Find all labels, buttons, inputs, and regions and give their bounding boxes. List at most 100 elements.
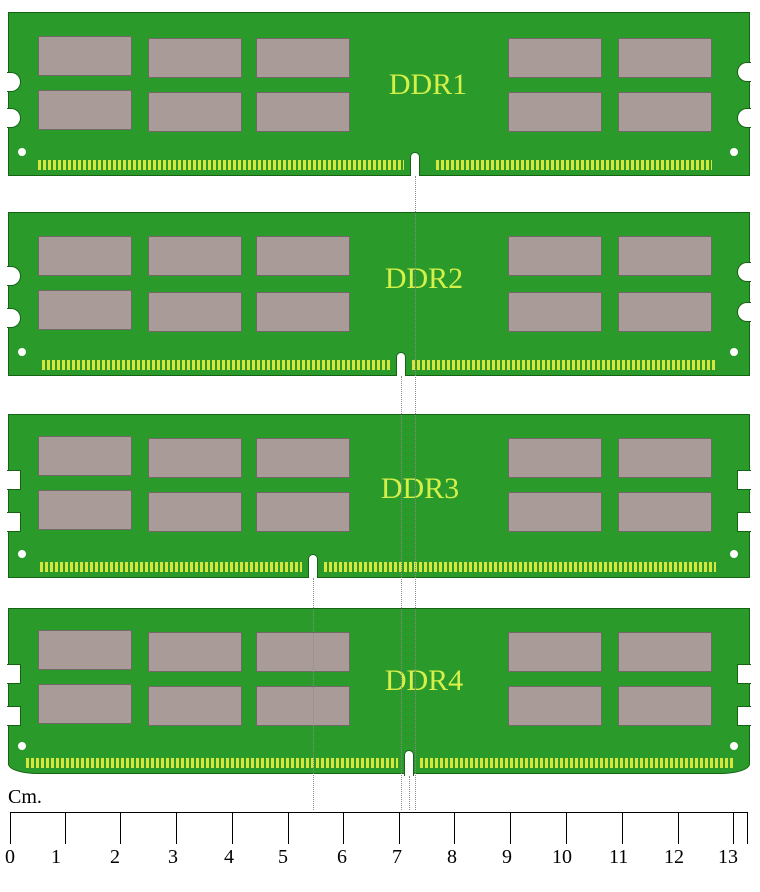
notch-guide-line: [313, 578, 314, 810]
ddr4-module: DDR4: [7, 608, 751, 776]
ruler-tick-label: 7: [392, 846, 402, 868]
ruler-tick: [747, 812, 748, 844]
side-notch: [7, 512, 21, 532]
ruler-tick: [343, 812, 344, 844]
ruler-tick: [65, 812, 66, 844]
module-label: DDR3: [380, 472, 460, 505]
key-notch: [396, 352, 406, 376]
ruler-tick-label: 4: [224, 846, 234, 868]
memory-chip: [38, 290, 132, 330]
ddr2-module: DDR2: [7, 212, 751, 376]
side-notch: [737, 706, 751, 726]
memory-chip: [38, 90, 132, 130]
ruler-tick-label: 9: [502, 846, 512, 868]
ruler-tick-label: 11: [609, 846, 629, 868]
ruler-tick: [622, 812, 623, 844]
ruler-tick: [510, 812, 511, 844]
side-notch: [7, 266, 21, 286]
memory-chip: [508, 492, 602, 532]
ruler-tick: [288, 812, 289, 844]
ruler-tick: [678, 812, 679, 844]
memory-chip: [148, 492, 242, 532]
memory-chip: [256, 438, 350, 478]
ruler-tick-label: 2: [110, 846, 120, 868]
memory-chip: [618, 492, 712, 532]
memory-chip: [256, 292, 350, 332]
memory-chip: [38, 630, 132, 670]
ruler-tick: [120, 812, 121, 844]
memory-chip: [508, 686, 602, 726]
notch-guide-line: [415, 176, 416, 810]
key-notch: [410, 152, 420, 176]
ruler-tick: [10, 812, 11, 844]
memory-chip: [256, 38, 350, 78]
mounting-hole: [18, 742, 26, 750]
memory-chip: [148, 92, 242, 132]
side-notch: [7, 72, 21, 92]
mounting-hole: [18, 550, 26, 558]
memory-chip: [38, 236, 132, 276]
module-label: DDR4: [384, 664, 464, 697]
ruler-tick-label: 8: [447, 846, 457, 868]
pin-contacts: [38, 160, 404, 170]
side-notch: [7, 308, 21, 328]
memory-chip: [148, 438, 242, 478]
side-notch: [737, 664, 751, 684]
memory-chip: [256, 632, 350, 672]
mounting-hole: [730, 348, 738, 356]
ruler-tick-label: 5: [278, 846, 288, 868]
memory-chip: [618, 632, 712, 672]
side-notch: [737, 470, 751, 490]
memory-chip: [618, 92, 712, 132]
mounting-hole: [18, 348, 26, 356]
ruler-tick-label: 1: [51, 846, 61, 868]
memory-chip: [618, 686, 712, 726]
memory-chip: [148, 292, 242, 332]
key-notch: [308, 554, 318, 578]
mounting-hole: [730, 148, 738, 156]
memory-chip: [508, 438, 602, 478]
memory-chip: [256, 236, 350, 276]
ruler-tick-label: 0: [5, 846, 15, 868]
side-notch: [737, 512, 751, 532]
memory-chip: [256, 492, 350, 532]
ruler-tick: [176, 812, 177, 844]
ruler-tick-label: 13: [718, 846, 738, 868]
side-notch: [737, 62, 751, 82]
pin-contacts: [420, 758, 734, 768]
memory-chip: [508, 92, 602, 132]
ruler-tick-label: 6: [337, 846, 347, 868]
memory-chip: [508, 632, 602, 672]
ruler-tick: [566, 812, 567, 844]
side-notch: [7, 664, 21, 684]
pin-contacts: [412, 360, 716, 370]
side-notch: [7, 108, 21, 128]
memory-chip: [256, 92, 350, 132]
memory-chip: [256, 686, 350, 726]
ddr3-module: DDR3: [7, 414, 751, 578]
mounting-hole: [730, 550, 738, 558]
ruler-tick: [454, 812, 455, 844]
mounting-hole: [730, 742, 738, 750]
memory-chip: [618, 38, 712, 78]
memory-chip: [38, 684, 132, 724]
module-label: DDR2: [384, 262, 464, 295]
ruler-unit-label: Cm.: [8, 786, 42, 808]
memory-chip: [148, 686, 242, 726]
ruler-tick-label: 3: [168, 846, 178, 868]
memory-chip: [38, 36, 132, 76]
memory-chip: [38, 490, 132, 530]
key-notch: [404, 750, 414, 776]
memory-chip: [148, 236, 242, 276]
pin-contacts: [42, 360, 392, 370]
memory-chip: [618, 438, 712, 478]
notch-guide-line: [409, 776, 410, 810]
ddr1-module: DDR1: [7, 12, 751, 176]
pin-contacts: [324, 562, 716, 572]
ruler-tick: [399, 812, 400, 844]
mounting-hole: [18, 148, 26, 156]
memory-chip: [618, 236, 712, 276]
memory-chip: [508, 292, 602, 332]
pin-contacts: [436, 160, 712, 170]
module-label: DDR1: [388, 68, 468, 101]
